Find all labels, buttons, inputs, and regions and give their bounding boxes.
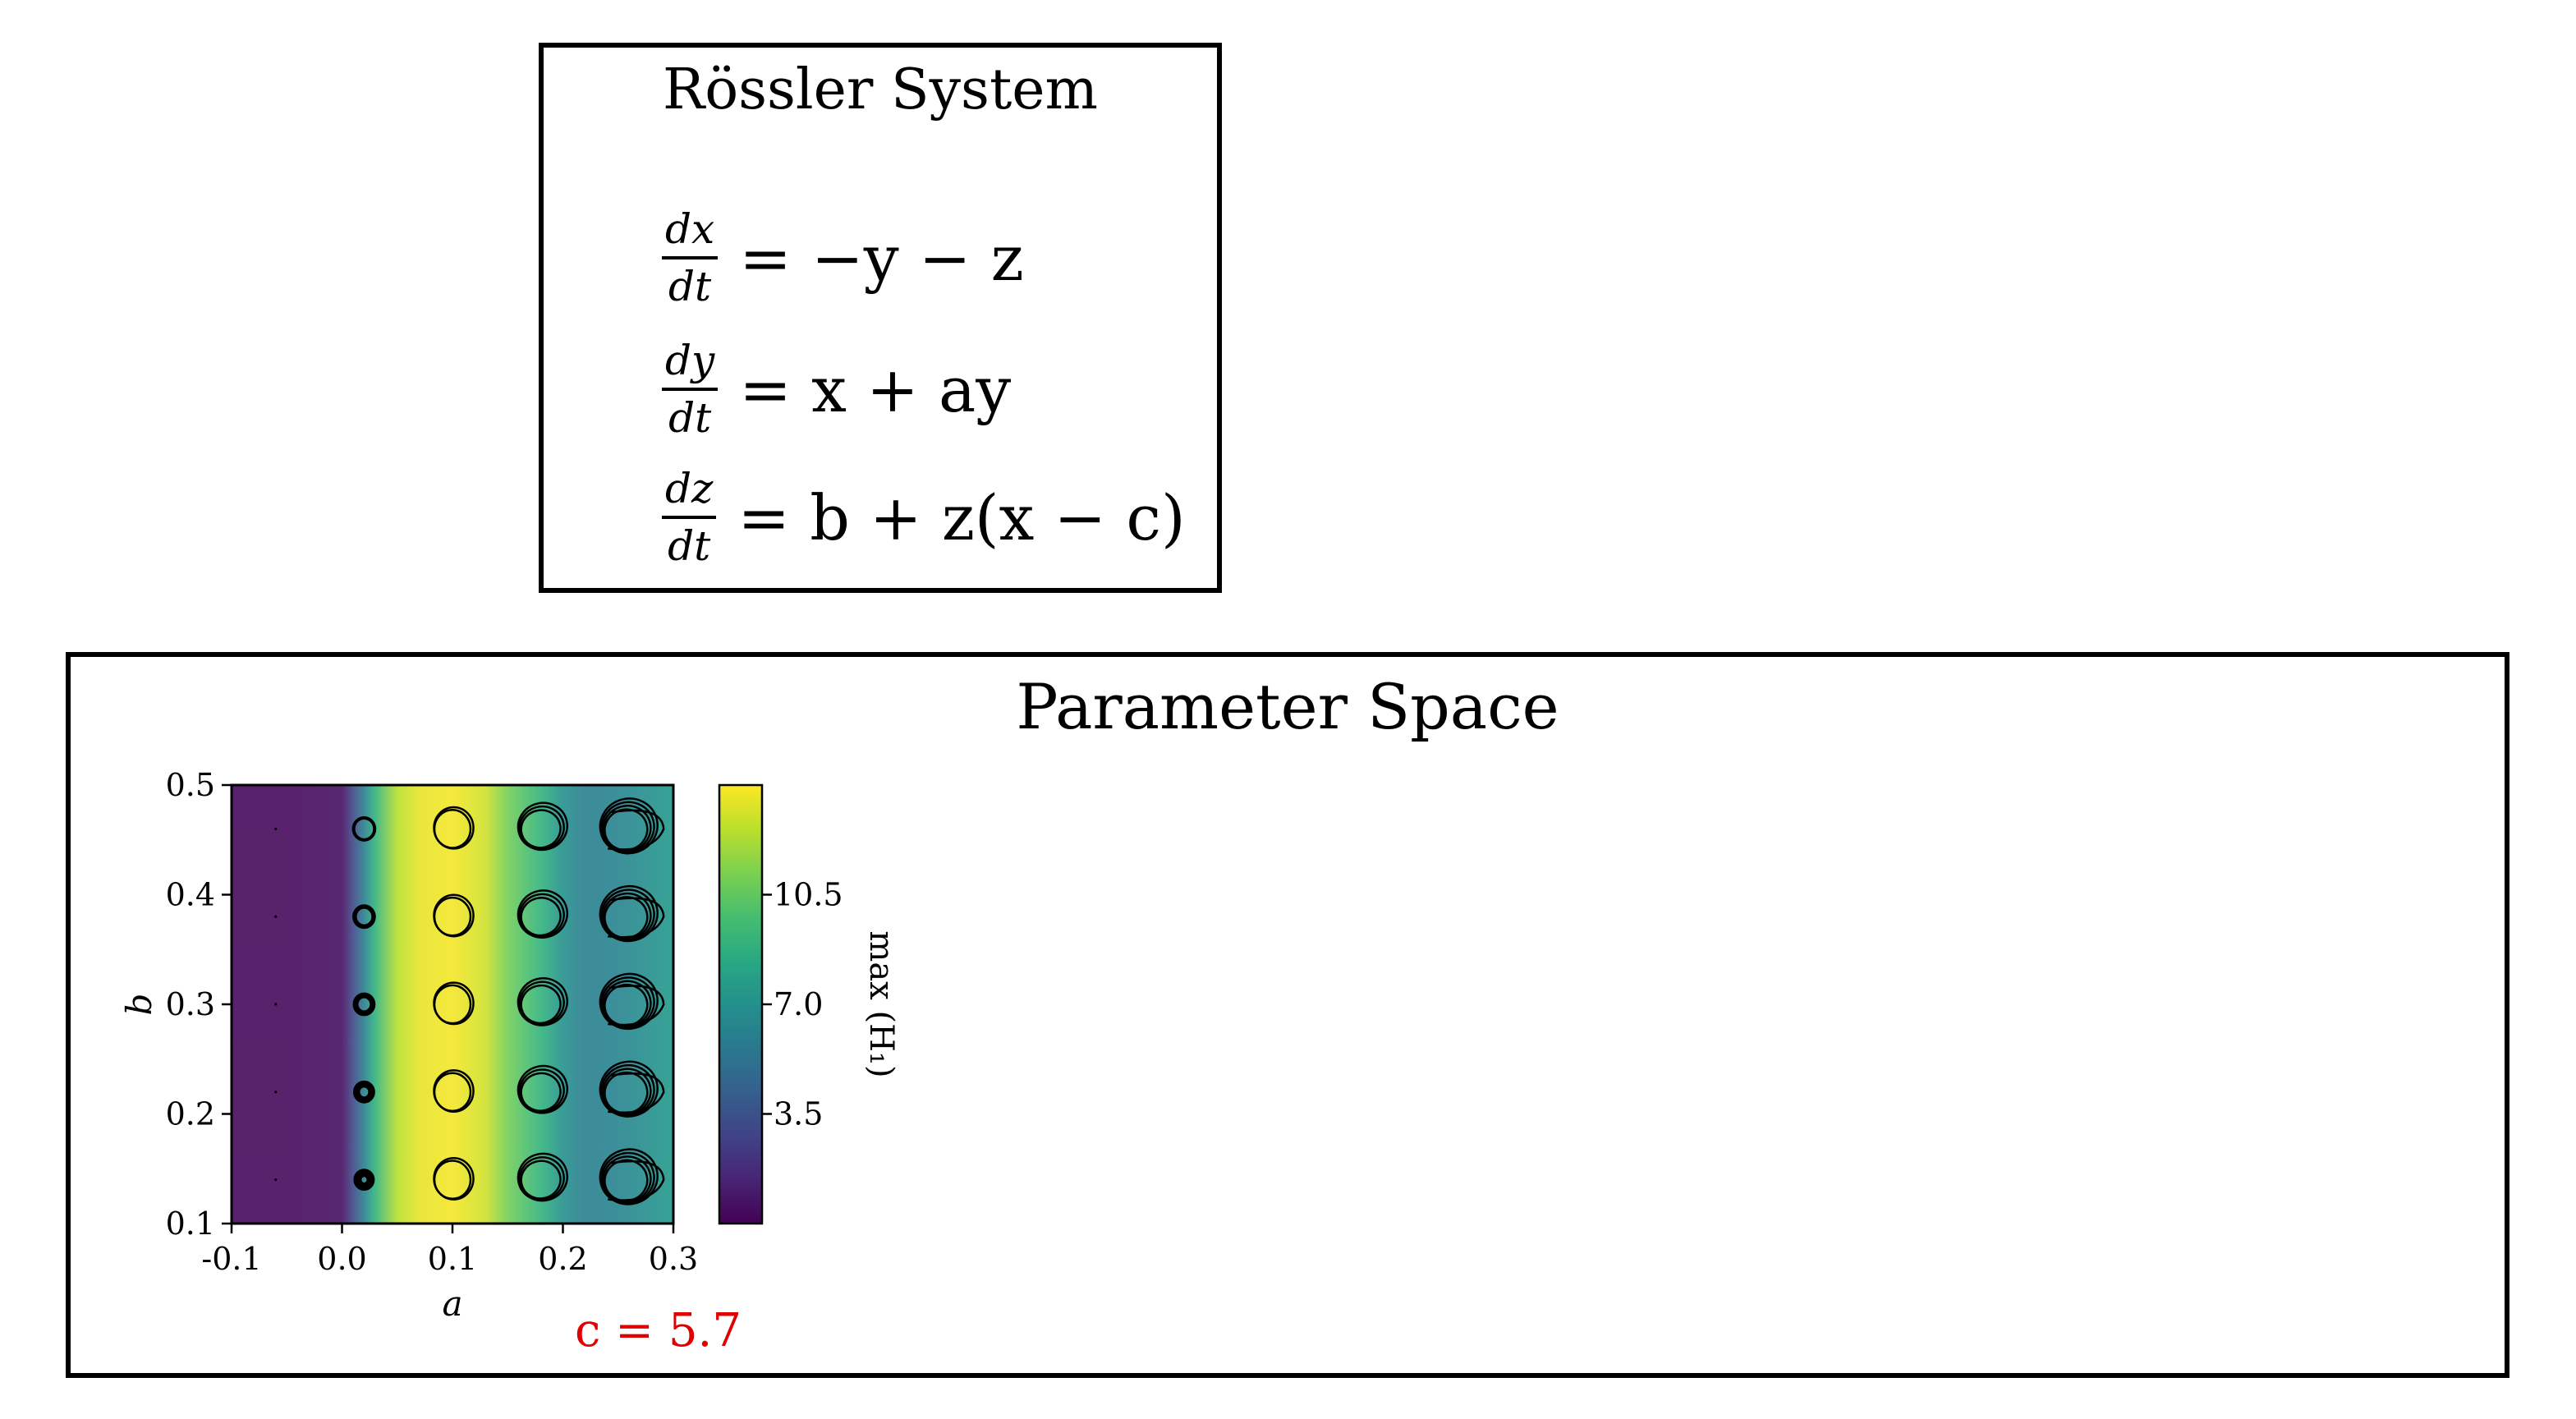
attractor-orbit (599, 884, 659, 943)
x-tick-label: -0.1 (201, 1241, 261, 1277)
attractor-orbit (599, 1060, 659, 1118)
attractor-orbit (520, 897, 562, 937)
attractor-spiral (608, 1072, 665, 1114)
attractor-orbit (352, 992, 376, 1017)
attractor-orbit (433, 1069, 475, 1114)
attractor-orbit (433, 893, 475, 938)
attractor-orbit (520, 984, 562, 1025)
attractor-orbit (520, 809, 562, 849)
attractor-orbit (602, 1068, 652, 1116)
x-tick-label: 0.0 (317, 1241, 366, 1277)
fraction-dz-dt: dz dt (662, 468, 717, 567)
attractor-orbit (518, 805, 565, 850)
attractor-orbit (352, 904, 376, 930)
attractor-orbit (600, 976, 655, 1029)
attractor-point (274, 1178, 278, 1182)
attractor-orbit (599, 797, 659, 855)
rhs-dy: = x + ay (739, 352, 1012, 426)
attractor-orbit (517, 1064, 569, 1114)
attractor-orbit (602, 980, 652, 1028)
equation-dz: dz dt = b + z(x − c) (662, 468, 1186, 567)
attractor-orbit (520, 1072, 562, 1112)
attractor-orbit (351, 815, 377, 842)
c-parameter-label: c = 5.7 (575, 1304, 742, 1357)
y-tick-label: 0.1 (166, 1205, 215, 1242)
parameter-space-title: Parameter Space (1016, 670, 1559, 743)
x-tick-label: 0.2 (538, 1241, 587, 1277)
y-tick-label: 0.4 (166, 877, 215, 913)
attractor-orbit (599, 972, 659, 1031)
x-axis-label: a (442, 1284, 462, 1324)
attractor-orbit (433, 806, 475, 850)
attractor-point (274, 915, 278, 918)
fraction-dy-dt: dy dt (662, 340, 719, 439)
equation-dy: dy dt = x + ay (662, 340, 1011, 439)
colorbar-tick-label: 10.5 (774, 877, 843, 913)
equation-dx: dx dt = −y − z (662, 209, 1024, 307)
attractor-spiral (608, 809, 665, 851)
attractor-orbit (599, 1148, 659, 1205)
attractor-spiral (608, 985, 665, 1026)
x-tick-label: 0.1 (428, 1241, 477, 1277)
attractor-orbit (433, 1156, 475, 1201)
attractor-orbit (602, 1155, 652, 1203)
rhs-dx: = −y − z (739, 221, 1024, 295)
colorbar (718, 783, 764, 1225)
y-tick-label: 0.5 (166, 767, 215, 803)
colorbar-label: max (H₁) (862, 930, 900, 1077)
attractor-orbit (518, 893, 565, 938)
colorbar-tick-label: 3.5 (774, 1096, 823, 1132)
attractor-orbit (600, 1151, 655, 1205)
attractor-orbit (517, 801, 569, 852)
rhs-dz: = b + z(x − c) (737, 480, 1186, 554)
attractor-orbit (517, 889, 569, 939)
x-tick-label: 0.3 (649, 1241, 698, 1277)
y-tick-label: 0.2 (166, 1096, 215, 1132)
colorbar-tick-label: 7.0 (774, 986, 823, 1022)
attractor-point (274, 1003, 278, 1006)
equation-title: Rössler System (663, 57, 1098, 122)
parameter-space-box: Parameter Space (66, 652, 2509, 1378)
attractor-orbit (602, 892, 652, 940)
attractor-orbit (517, 1152, 569, 1202)
attractor-orbit (517, 977, 569, 1026)
y-axis-label: b (119, 994, 159, 1016)
attractor-orbit (352, 1080, 375, 1104)
fraction-dx-dt: dx dt (662, 209, 719, 307)
attractor-orbit (600, 889, 655, 941)
attractor-orbit (518, 980, 565, 1026)
attractor-orbit (600, 801, 655, 854)
attractor-orbit (600, 1063, 655, 1117)
attractor-spiral (608, 1160, 665, 1201)
attractor-point (274, 1091, 278, 1094)
y-tick-label: 0.3 (166, 986, 215, 1022)
attractor-orbit (518, 1068, 565, 1114)
attractor-orbit (353, 1169, 375, 1191)
attractor-orbit (433, 981, 475, 1026)
attractor-spiral (608, 897, 665, 939)
attractor-orbit (518, 1156, 565, 1201)
attractor-orbit (602, 804, 652, 852)
equation-box: Rössler System dx dt = −y − z dy dt = x … (539, 43, 1222, 593)
attractor-orbit (520, 1160, 562, 1200)
attractor-point (274, 827, 278, 831)
